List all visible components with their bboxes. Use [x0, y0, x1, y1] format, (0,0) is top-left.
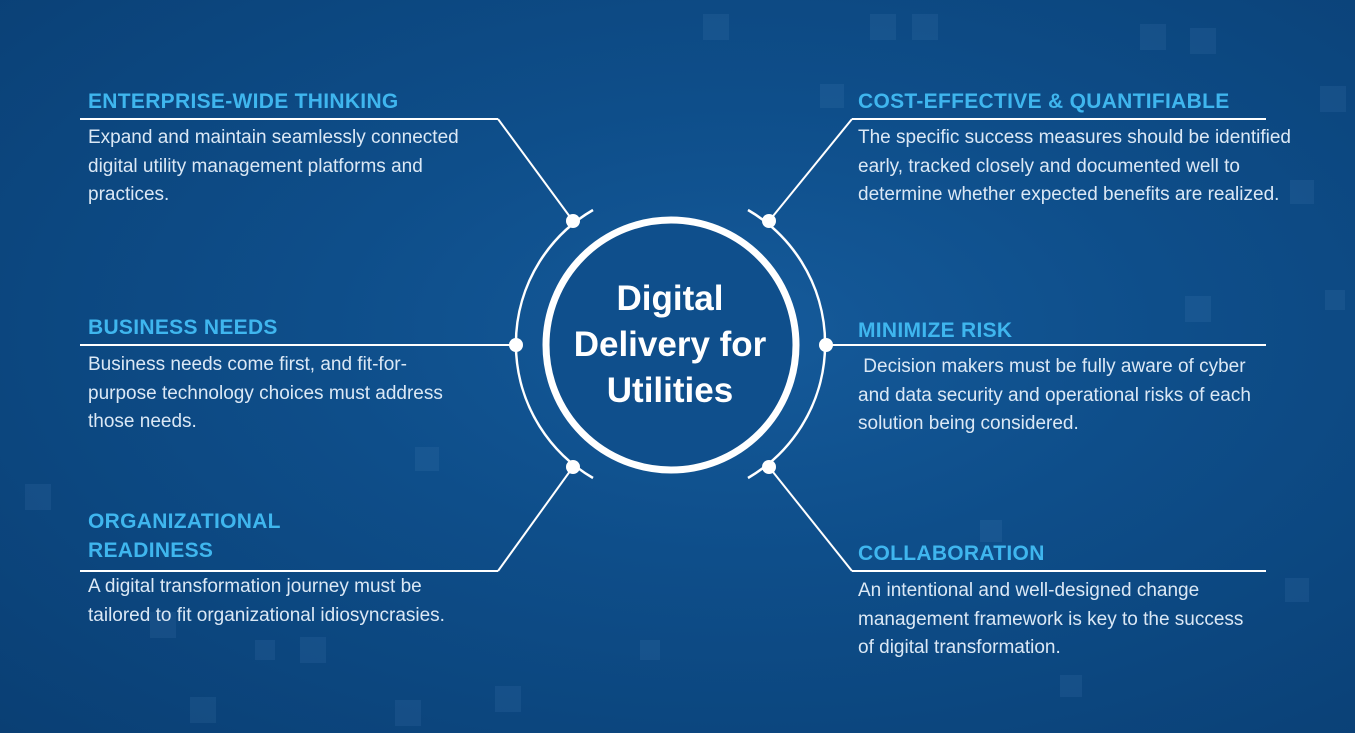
connector-enterprise [497, 118, 574, 222]
heading-organizational-readiness: ORGANIZATIONAL READINESS [88, 510, 281, 562]
body-cost-effective-quantifiable: The specific success measures should be … [858, 127, 1292, 205]
hub-circle [542, 216, 800, 474]
body-minimize-risk: Decision makers must be fully aware of c… [858, 356, 1257, 434]
connector-cost [768, 118, 853, 222]
body-collaboration: An intentional and well-designed change … [858, 580, 1244, 658]
node-dot-organizational [566, 460, 580, 474]
node-dot-enterprise [566, 214, 580, 228]
connector-collaboration [768, 466, 853, 572]
heading-cost-effective-quantifiable: COST-EFFECTIVE & QUANTIFIABLE [858, 90, 1230, 113]
connector-organizational [497, 466, 574, 572]
heading-enterprise-wide-thinking: ENTERPRISE-WIDE THINKING [88, 90, 399, 113]
body-organizational-readiness: A digital transformation journey must be… [88, 576, 445, 626]
hub-title-line-2: Delivery for [573, 325, 767, 364]
node-dot-collaboration [762, 460, 776, 474]
node-dot-business [509, 338, 523, 352]
hub-title-line-3: Utilities [606, 371, 734, 410]
hub-title-line-1: Digital [616, 279, 724, 318]
node-dot-risk [819, 338, 833, 352]
heading-collaboration: COLLABORATION [858, 542, 1045, 565]
body-enterprise-wide-thinking: Expand and maintain seamlessly connected… [88, 127, 459, 205]
body-business-needs: Business needs come first, and fit-for-p… [88, 354, 443, 432]
heading-business-needs: BUSINESS NEEDS [88, 316, 278, 339]
heading-minimize-risk: MINIMIZE RISK [858, 319, 1013, 342]
node-dot-cost [762, 214, 776, 228]
hub-title: Digital Delivery for Utilities [550, 276, 790, 414]
